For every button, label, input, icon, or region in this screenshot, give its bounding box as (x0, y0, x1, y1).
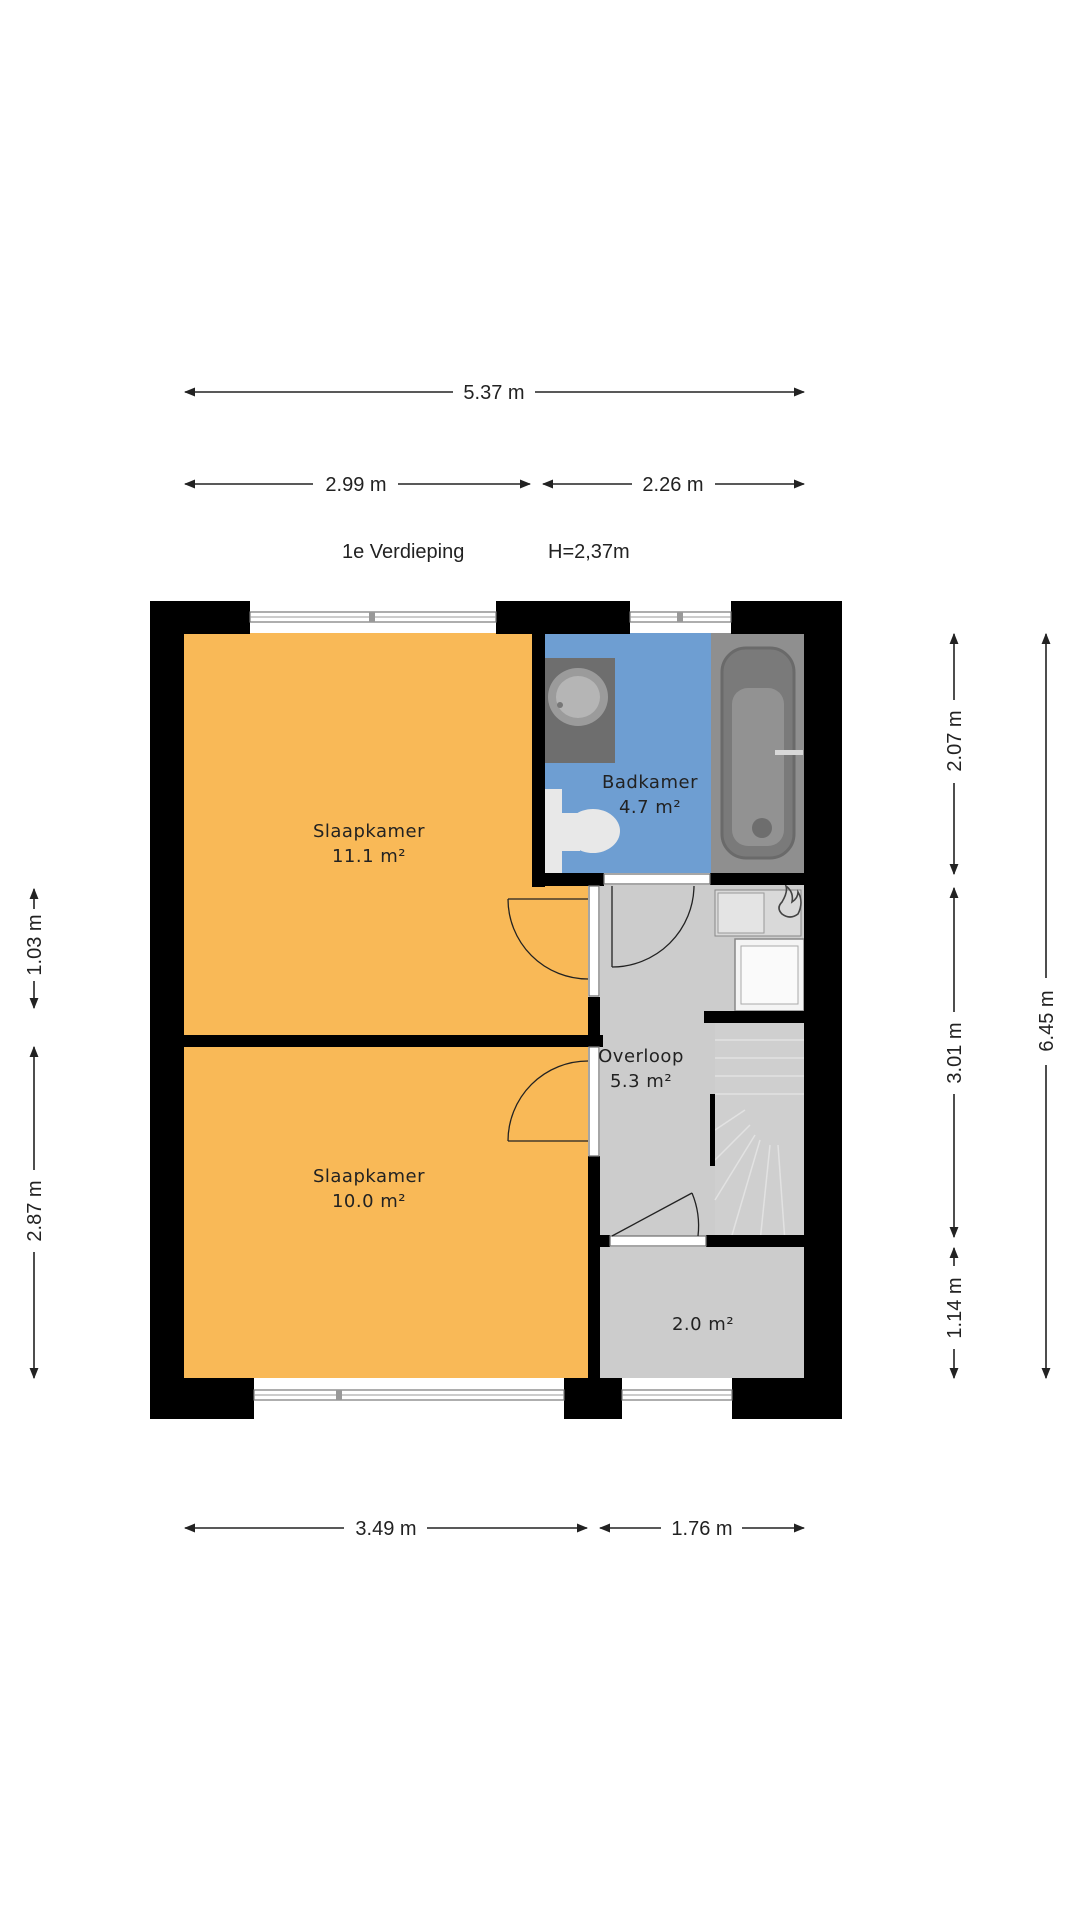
room-bedroom-1-area: 11.1 m² (332, 846, 406, 867)
sink-icon (545, 658, 615, 763)
door-storage (609, 1192, 707, 1247)
room-landing-name: Overloop (598, 1046, 684, 1067)
dim-left-upper-label: 1.03 m (24, 914, 46, 975)
room-bathroom-area: 4.7 m² (619, 797, 681, 818)
room-bedroom-1-fill (183, 633, 588, 1035)
room-landing: Overloop 5.3 m² (598, 1046, 684, 1092)
walls (150, 601, 842, 1419)
dim-left-upper: 1.03 m (24, 887, 46, 1010)
dim-top-right: 2.26 m (541, 474, 806, 496)
room-bedroom-1-name: Slaapkamer (313, 821, 425, 842)
dim-left-lower-label: 2.87 m (24, 1180, 46, 1241)
window-top-left (249, 611, 497, 623)
room-bathroom: Badkamer 4.7 m² (602, 772, 698, 818)
dim-right-middle-label: 3.01 m (944, 1022, 966, 1083)
bathtub-icon (711, 633, 804, 873)
room-bedroom-1: Slaapkamer 11.1 m² (313, 821, 425, 867)
dim-top-right-label: 2.26 m (642, 474, 703, 496)
room-storage-fill (600, 1247, 804, 1378)
dim-left-lower: 2.87 m (24, 1045, 46, 1380)
window-bottom-left (253, 1389, 565, 1401)
staircase-icon (714, 1022, 804, 1243)
room-bathroom-name: Badkamer (602, 772, 698, 793)
dim-bottom-right-label: 1.76 m (671, 1518, 732, 1540)
room-storage: 2.0 m² (672, 1314, 734, 1335)
dim-top-left-label: 2.99 m (325, 474, 386, 496)
dim-right-upper: 2.07 m (944, 632, 966, 876)
dim-right-total-label: 6.45 m (1036, 990, 1058, 1051)
door-bedroom-1 (507, 885, 600, 997)
dim-bottom-left: 3.49 m (183, 1518, 589, 1540)
door-bedroom-2 (507, 1046, 600, 1157)
dim-right-lower-label: 1.14 m (944, 1277, 966, 1338)
window-top-right (629, 611, 732, 623)
dim-top-total-label: 5.37 m (463, 382, 524, 404)
toilet-icon (543, 789, 620, 873)
window-bottom-right (621, 1389, 733, 1401)
dim-right-middle: 3.01 m (944, 886, 966, 1239)
room-bedroom-2-name: Slaapkamer (313, 1166, 425, 1187)
washing-machine-icon (734, 938, 805, 1012)
height-label: H=2,37m (548, 541, 630, 563)
room-bedroom-2: Slaapkamer 10.0 m² (313, 1166, 425, 1212)
dim-right-lower: 1.14 m (944, 1246, 966, 1380)
room-storage-area: 2.0 m² (672, 1314, 734, 1335)
dim-right-total: 6.45 m (1036, 632, 1058, 1380)
dim-bottom-left-label: 3.49 m (355, 1518, 416, 1540)
room-bedroom-2-area: 10.0 m² (332, 1191, 406, 1212)
dim-top-total: 5.37 m (183, 382, 806, 404)
dim-bottom-right: 1.76 m (598, 1518, 806, 1540)
dim-right-upper-label: 2.07 m (944, 710, 966, 771)
room-bedroom-2-fill (183, 1046, 588, 1378)
boiler-icon (714, 883, 802, 937)
door-bathroom (603, 873, 711, 968)
floor-label: 1e Verdieping (342, 541, 464, 563)
dim-top-left: 2.99 m (183, 474, 532, 496)
room-landing-area: 5.3 m² (610, 1071, 672, 1092)
